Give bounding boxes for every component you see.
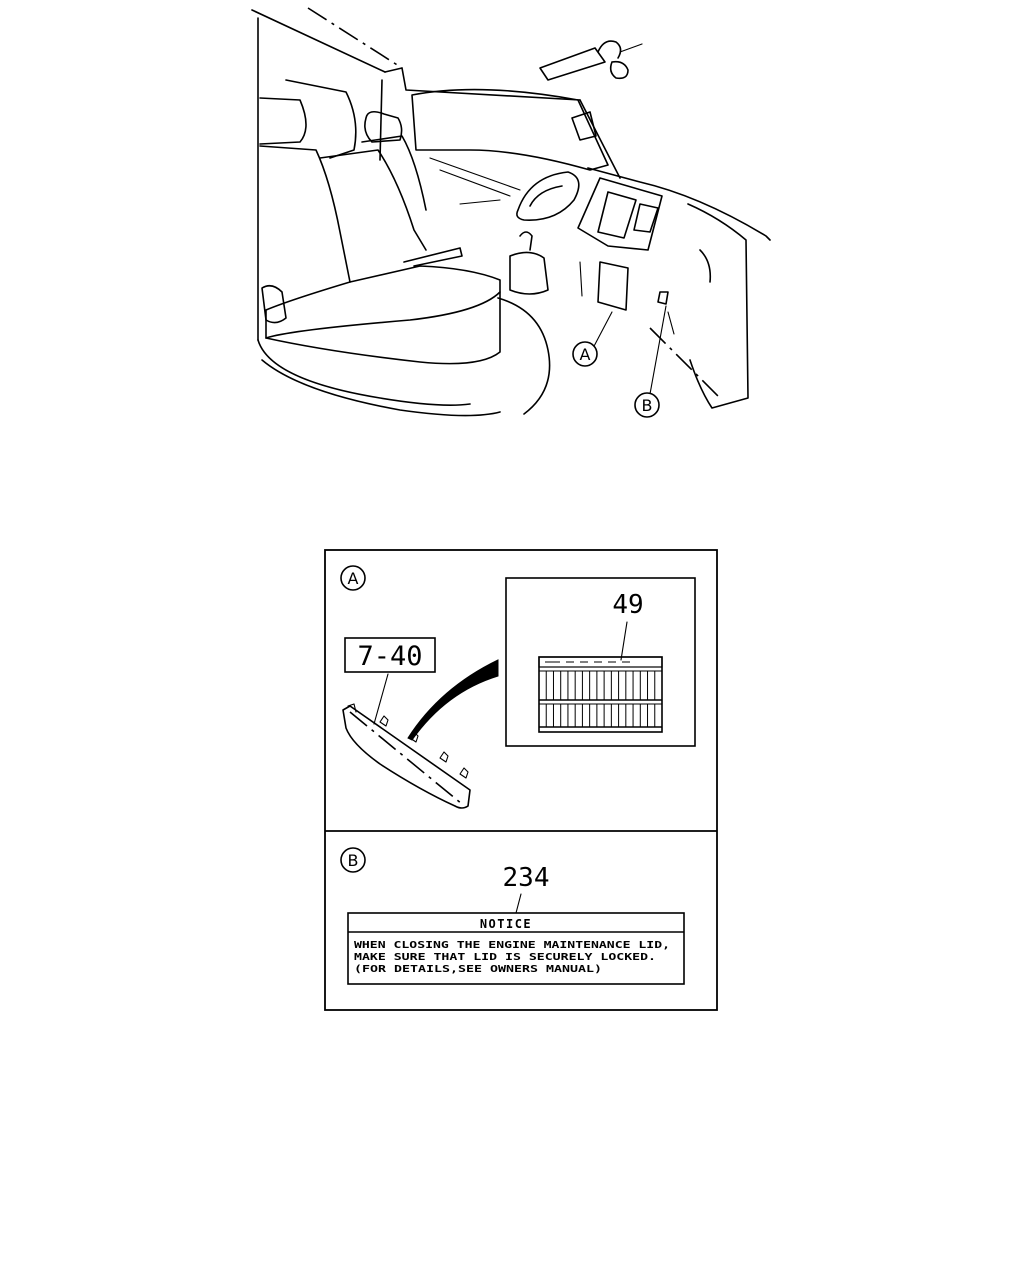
panel-b-marker: B <box>340 847 366 873</box>
fuse-label-graphic <box>538 656 663 733</box>
callout-a: A <box>572 341 598 367</box>
part-number-234: 234 <box>503 863 550 893</box>
notice-line-3: (FOR DETAILS,SEE OWNERS MANUAL) <box>354 964 602 975</box>
detail-panel <box>324 549 718 1011</box>
panel-a: A 7-40 49 <box>340 565 696 809</box>
callout-b-letter: B <box>642 396 653 415</box>
panel-b: B 234 NOTICE WHEN CLOSING THE ENGINE MAI… <box>340 847 685 985</box>
cab-interior-illustration: A B <box>251 7 771 418</box>
callout-b: B <box>634 392 660 418</box>
panel-a-letter: A <box>348 569 359 588</box>
panel-b-letter: B <box>348 851 359 870</box>
reference-label: 7-40 <box>357 641 422 672</box>
fuse-label-columns <box>545 671 656 727</box>
lid-drawing <box>342 703 471 809</box>
part-number-49: 49 <box>612 590 643 620</box>
notice-title: NOTICE <box>480 917 532 931</box>
panel-a-marker: A <box>340 565 366 591</box>
notice-label: NOTICE WHEN CLOSING THE ENGINE MAINTENAN… <box>347 912 685 985</box>
notice-line-2: MAKE SURE THAT LID IS SECURELY LOCKED. <box>354 952 656 963</box>
label-detail-box: 49 <box>505 577 696 747</box>
callout-a-letter: A <box>580 345 591 364</box>
pointer-arrow <box>407 659 499 741</box>
notice-line-1: WHEN CLOSING THE ENGINE MAINTENANCE LID, <box>354 940 670 951</box>
reference-box: 7-40 <box>344 637 436 673</box>
